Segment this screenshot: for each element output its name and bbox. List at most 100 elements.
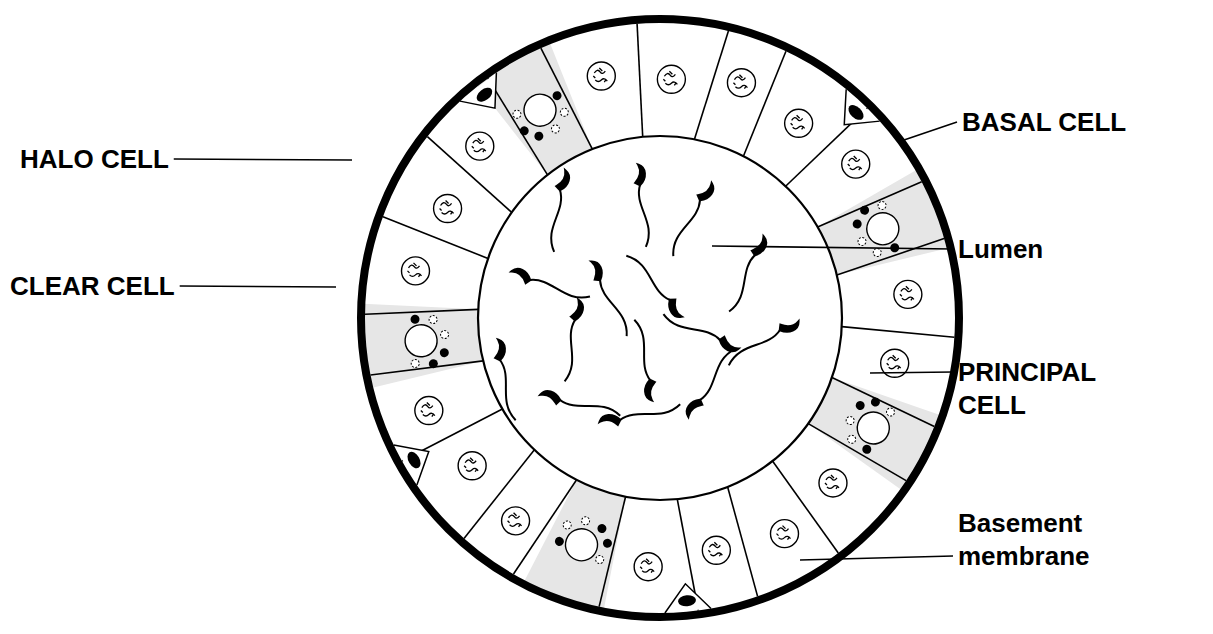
nucleus-outline [458,452,486,480]
vesicle [877,200,887,210]
cell-wall [842,327,955,338]
chromatin [407,263,421,277]
basal-cell-nucleus [846,102,867,122]
principal-cell-nucleus [785,109,813,137]
sperm-tail [699,346,735,403]
sperm-head [697,181,716,204]
chromatin [887,355,901,369]
leader-line [904,122,957,140]
spermatozoon [565,300,584,383]
structure-label: BASAL CELL [962,106,1126,139]
nucleus-outline [771,520,799,548]
clear-cell-contents [836,390,900,459]
structure-label: Basement membrane [958,507,1163,572]
dense-granule [851,218,863,230]
spermatozoon [633,318,658,401]
structure-label: HALO CELL [20,143,169,176]
chromatin [508,513,522,527]
cell-wall [837,238,944,275]
nucleus-outline [434,194,462,222]
sperm-head [510,267,532,284]
basement-membrane [361,19,959,617]
basal-cell-nucleus [405,449,424,470]
dense-granule [518,125,530,137]
spermatozoon [539,390,622,416]
spermatozoon [666,181,716,257]
sperm-head [684,397,703,420]
sperm-tail [626,252,670,303]
leader-line [180,286,336,287]
nucleus-outline [894,280,922,308]
nucleus-outline [502,507,530,535]
nucleus-outline [657,65,685,93]
vesicle [562,520,572,530]
clear-cell-nucleus [404,323,439,358]
nucleus-outline [842,150,870,178]
sperm-tail [635,185,651,247]
spermatozoon [586,259,637,336]
principal-cell-nucleus [771,520,799,548]
spermatozoon [493,339,518,422]
nucleus-outline [727,69,755,97]
chromatin [825,475,839,489]
vesicle [595,554,605,564]
nucleus-outline [702,536,730,564]
sperm-tail [661,314,721,341]
basal-cell-nucleus [474,85,495,105]
principal-cell-nucleus [634,553,662,581]
sperm-head [571,300,583,321]
lumen-border [478,136,842,500]
sperm-tail [634,319,650,381]
dense-granule [869,396,881,408]
chromatin [791,115,805,129]
principal-cell-nucleus [842,150,870,178]
leader-line [174,159,352,160]
vesicle [846,434,857,445]
principal-cell-nucleus [458,452,486,480]
sperm-tail [559,399,621,415]
sperm-head [778,317,801,336]
nucleus-outline [819,469,847,497]
chromatin [708,542,722,556]
leader-lines [174,122,957,560]
chromatin [640,559,654,573]
nucleus-outline [587,62,615,90]
nucleus-outline [415,397,443,425]
dense-granule [410,314,420,324]
chromatin [464,458,478,472]
principal-cell-nucleus [702,536,730,564]
spermatozoon [625,250,686,320]
leader-line [870,372,953,373]
sperm-head [665,297,686,319]
clear-cell-nucleus [862,208,904,250]
spermatozoon [632,164,658,247]
chromatin [421,403,435,417]
cell-layer [363,24,954,613]
dense-granule [854,399,866,411]
vesicle [411,359,420,368]
vesicle [872,247,882,257]
vesicle [440,330,449,339]
vesicle [559,107,570,118]
cell-wall [365,309,478,314]
chromatin [472,138,486,152]
vesicle [857,236,867,246]
sperm-head [633,164,647,186]
sperm-tail [548,190,564,252]
vesicle [429,315,438,324]
vesicle [845,415,856,426]
vesicle [580,516,590,526]
clear-cell-contents [846,196,907,263]
leader-line [712,246,953,249]
chromatin [900,286,914,300]
cell-wall [728,487,758,596]
sperm-head [718,336,740,353]
sperm-tail [729,253,756,313]
sperm-tail [619,404,681,420]
principal-cell-nucleus [727,69,755,97]
structure-label: PRINCIPAL CELL [958,356,1163,421]
sperm-head [493,339,507,361]
sperm-tail [668,200,704,257]
